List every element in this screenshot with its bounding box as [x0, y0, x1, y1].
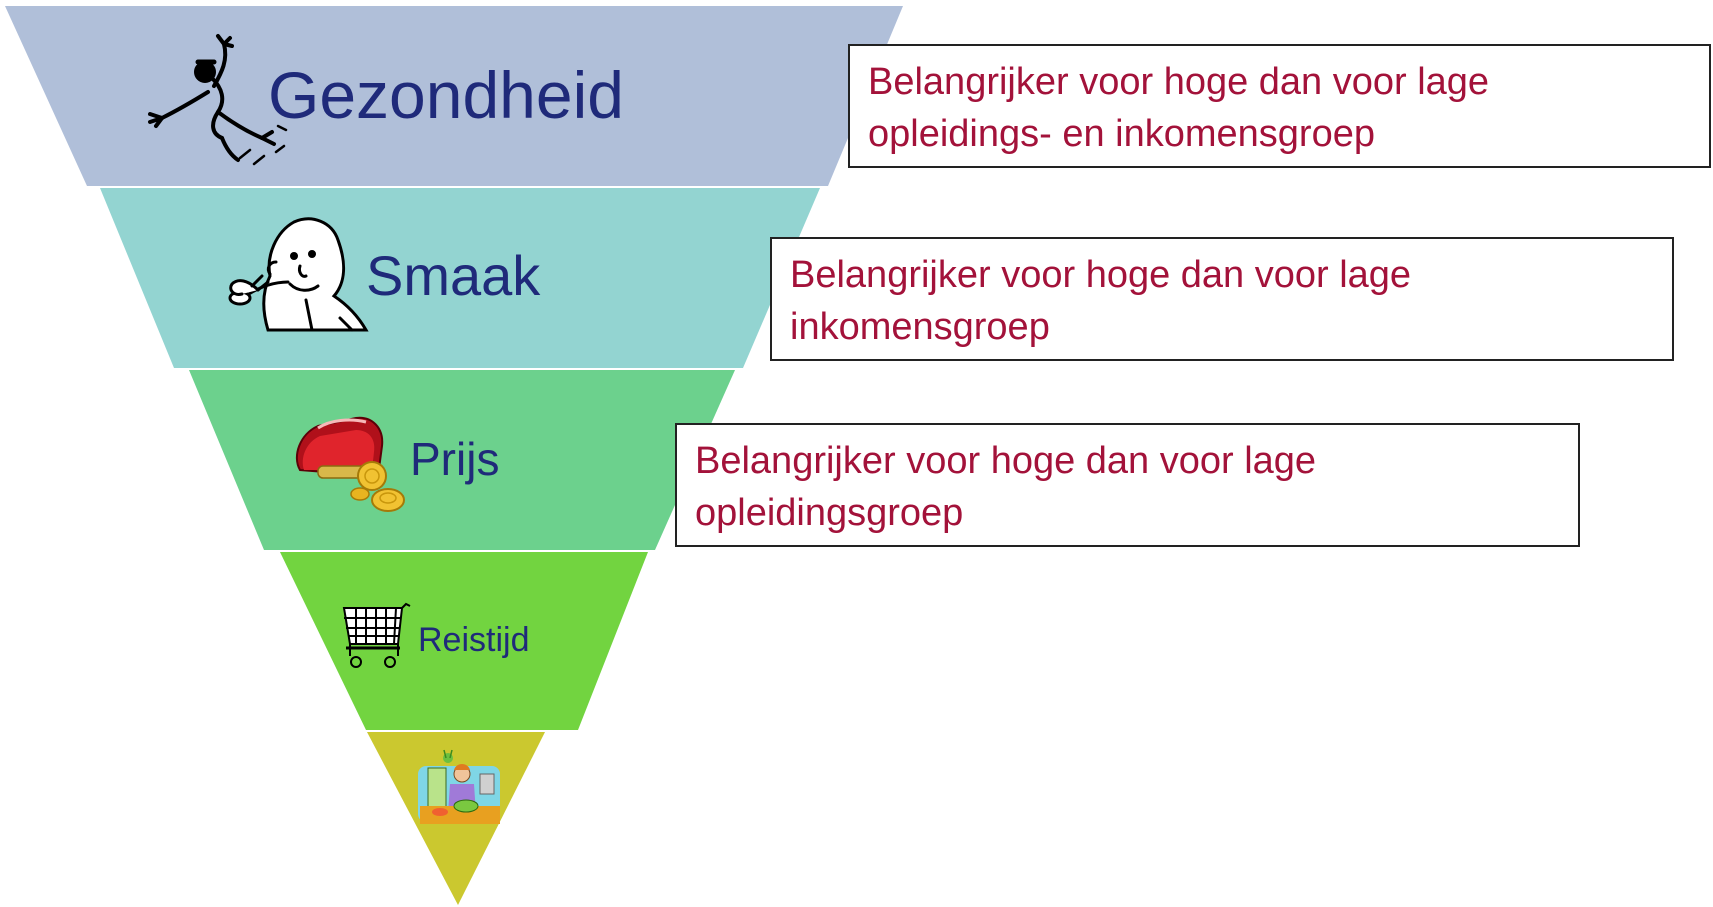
- callout-text-line-2: inkomensgroep: [790, 306, 1050, 348]
- callout-text-line-1: Belangrijker voor hoge dan voor lage: [868, 61, 1490, 103]
- person-cooking-in-kitchen-icon: [418, 749, 500, 824]
- callout-box-prijs: Belangrijker voor hoge dan voor lage opl…: [675, 423, 1580, 547]
- red-purse-with-coins-icon: [295, 416, 405, 512]
- person-tasting-spoon-icon: [228, 217, 369, 332]
- callout-text-line-2: opleidings- en inkomensgroep: [868, 113, 1375, 155]
- callout-text-line-2: opleidingsgroep: [695, 492, 964, 534]
- shopping-cart-icon: [342, 602, 411, 668]
- tier-label-smaak: Smaak: [366, 244, 541, 307]
- tier-label-gezondheid: Gezondheid: [268, 58, 624, 132]
- pyramid-tier-3: [189, 370, 735, 550]
- dancing-stick-figure-icon: [148, 34, 288, 166]
- tier-label-prijs: Prijs: [410, 433, 500, 485]
- pyramid-tier-1: [5, 6, 903, 186]
- callout-box-smaak: Belangrijker voor hoge dan voor lage ink…: [770, 237, 1674, 361]
- callout-box-gezondheid: Belangrijker voor hoge dan voor lage opl…: [848, 44, 1711, 168]
- callout-text-line-1: Belangrijker voor hoge dan voor lage: [790, 254, 1412, 296]
- callout-text-line-1: Belangrijker voor hoge dan voor lage: [695, 440, 1317, 482]
- pyramid-tier-4: [280, 552, 648, 730]
- tier-label-reistijd: Reistijd: [418, 621, 530, 659]
